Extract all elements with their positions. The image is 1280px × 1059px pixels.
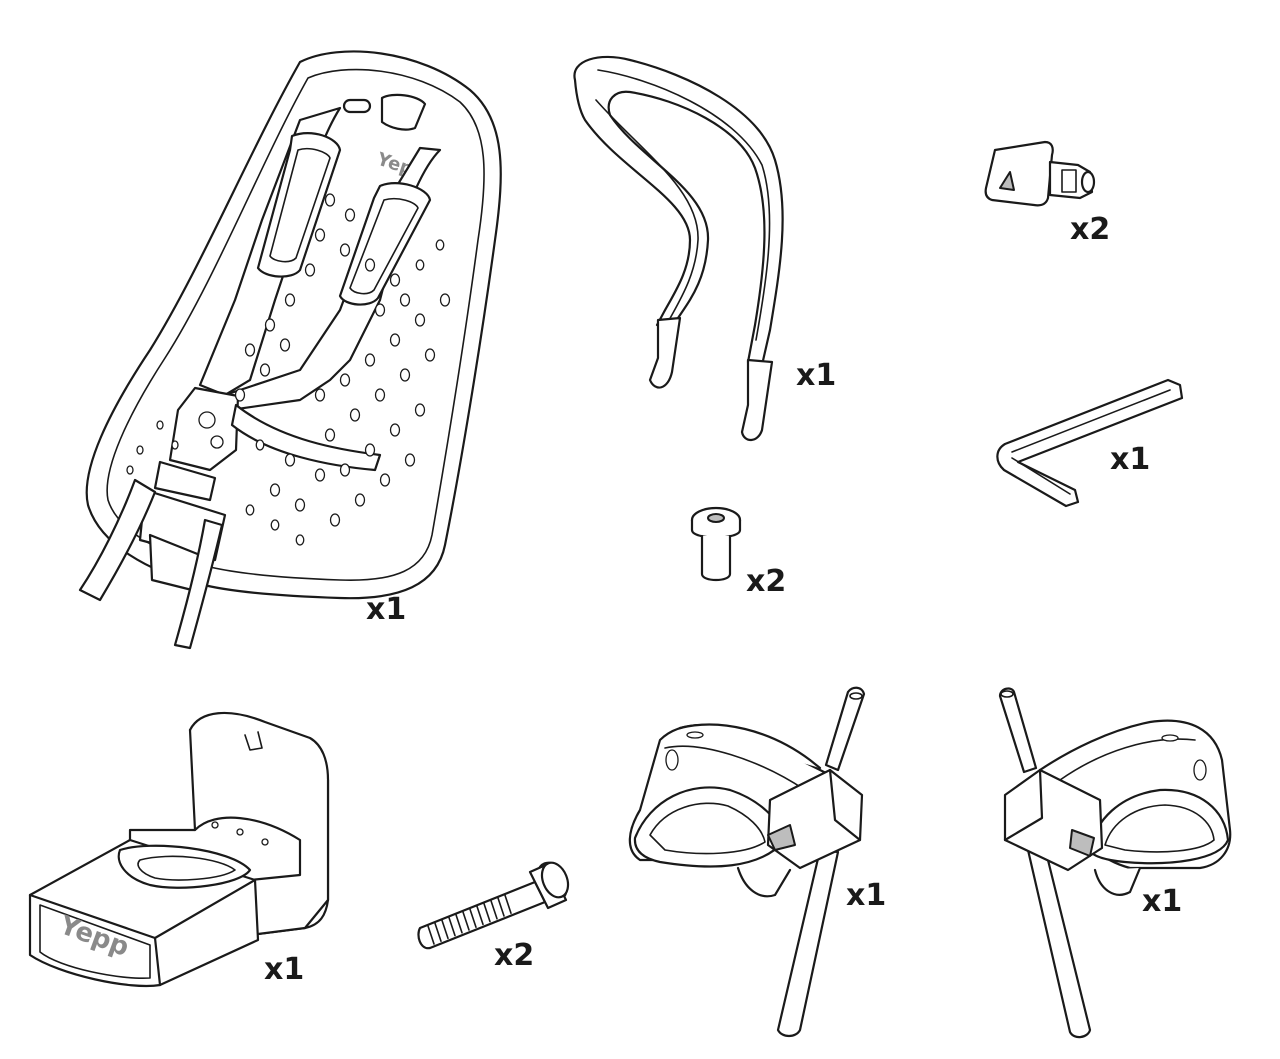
bolt-thread — [483, 902, 491, 923]
seat-vent-hole — [339, 373, 351, 387]
handlebar-quantity: x1 — [796, 358, 837, 393]
seat-vent-hole — [294, 498, 306, 512]
allen-key-icon — [990, 375, 1185, 508]
seat-vent-hole — [136, 445, 144, 455]
seat-vent-hole — [295, 534, 305, 546]
footrest-right-quantity: x1 — [1142, 884, 1183, 919]
seat-vent-hole — [424, 348, 436, 362]
seat-vent-hole — [314, 468, 326, 482]
seat-vent-hole — [314, 388, 326, 402]
seat-vent-hole — [270, 519, 280, 531]
bolt-thread — [469, 908, 477, 929]
seat-vent-hole — [245, 504, 255, 516]
bolt-thread — [504, 894, 512, 915]
footrest-left-quantity: x1 — [846, 878, 887, 913]
seat-vent-hole — [389, 273, 401, 287]
seat-vent-hole — [374, 388, 386, 402]
seat-vent-hole — [314, 228, 326, 242]
key-icon — [984, 140, 1100, 220]
short-bolt-icon — [688, 505, 748, 585]
mount-bracket-quantity: x1 — [264, 952, 305, 987]
seat-vent-hole — [374, 303, 386, 317]
bolt-thread — [448, 916, 456, 937]
seat-vent-hole — [156, 420, 164, 430]
seat-vent-hole — [404, 453, 416, 467]
short-bolt-quantity: x2 — [746, 564, 787, 599]
seat-vent-hole — [439, 293, 451, 307]
child-seat-quantity: x1 — [366, 592, 407, 627]
seat-vent-hole — [399, 368, 411, 382]
seat-vent-hole — [364, 353, 376, 367]
seat-vent-hole — [379, 473, 391, 487]
seat-vent-hole — [415, 259, 425, 271]
seat-vent-hole — [329, 513, 341, 527]
seat-vent-hole — [339, 243, 351, 257]
seat-vent-hole — [344, 208, 356, 222]
seat-vent-hole — [255, 439, 265, 451]
long-bolt-quantity: x2 — [494, 938, 535, 973]
seat-vent-hole — [126, 465, 134, 475]
seat-vent-hole — [171, 440, 179, 450]
seat-vent-hole — [399, 293, 411, 307]
bolt-thread — [434, 922, 442, 943]
seat-vent-hole — [284, 453, 296, 467]
seat-vent-hole — [414, 403, 426, 417]
allen-key-quantity: x1 — [1110, 442, 1151, 477]
bolt-thread — [497, 897, 505, 917]
handlebar-icon — [570, 52, 805, 447]
seat-vent-hole — [324, 428, 336, 442]
seat-vent-hole — [234, 388, 246, 402]
long-bolt-icon — [415, 860, 575, 950]
seat-vent-hole — [264, 318, 276, 332]
seat-vent-hole — [389, 333, 401, 347]
key-quantity: x2 — [1070, 212, 1111, 247]
bolt-thread — [490, 899, 498, 920]
seat-vent-hole — [364, 258, 376, 272]
bolt-thread — [441, 919, 449, 940]
mount-bracket-icon: Yepp — [20, 705, 340, 990]
footrest-right-icon — [995, 685, 1240, 1040]
seat-vent-hole — [304, 263, 316, 277]
seat-vent-hole — [414, 313, 426, 327]
bolt-thread — [455, 913, 463, 934]
footrest-left-icon — [625, 685, 870, 1040]
seat-vent-hole — [324, 193, 336, 207]
seat-vent-hole — [244, 343, 256, 357]
seat-vent-hole — [279, 338, 291, 352]
seat-vent-hole — [364, 443, 376, 457]
bolt-thread — [427, 925, 435, 945]
seat-vent-hole — [349, 408, 361, 422]
child-seat-icon: Yepp — [70, 40, 520, 660]
seat-vent-hole — [354, 493, 366, 507]
bolt-thread — [462, 911, 470, 931]
seat-vent-hole — [339, 463, 351, 477]
seat-vent-hole — [269, 483, 281, 497]
seat-vent-hole — [284, 293, 296, 307]
seat-vent-hole — [435, 239, 445, 251]
seat-vent-hole — [259, 363, 271, 377]
bolt-thread — [476, 905, 484, 926]
seat-vent-hole — [389, 423, 401, 437]
